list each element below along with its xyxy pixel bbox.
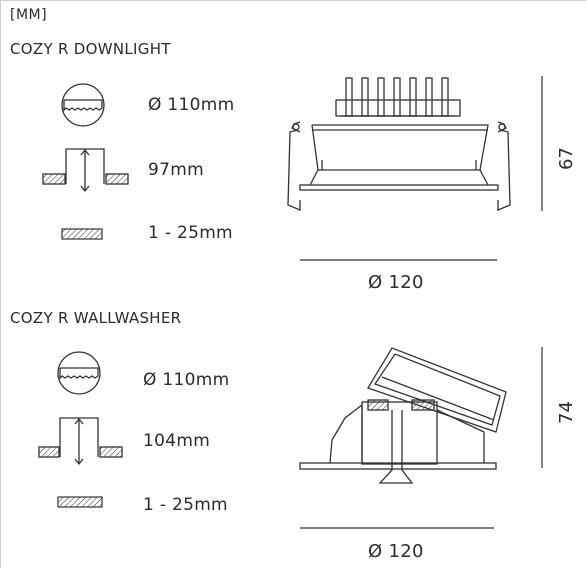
ceiling-thickness-icon: [57, 496, 103, 508]
wallwasher-side-view: [299, 347, 507, 484]
wallwasher-title: COZY R WALLWASHER: [10, 309, 182, 327]
downlight-ceiling-value: 1 - 25mm: [148, 223, 233, 243]
wallwasher-width-dimension: Ø 120: [368, 541, 424, 562]
units-label: [MM]: [10, 7, 48, 23]
ceiling-thickness-icon: [61, 228, 103, 240]
downlight-dimension-lines: [300, 76, 543, 261]
recess-depth-icon: [42, 148, 129, 193]
cutout-diameter-icon: [57, 351, 101, 395]
recess-depth-icon: [38, 417, 123, 466]
wallwasher-dimension-lines: [300, 347, 543, 529]
cutout-diameter-icon: [61, 83, 105, 127]
wallwasher-depth-value: 104mm: [143, 431, 211, 451]
downlight-depth-value: 97mm: [148, 160, 204, 180]
downlight-side-view: [287, 77, 511, 211]
downlight-title: COZY R DOWNLIGHT: [10, 40, 171, 58]
downlight-width-dimension: Ø 120: [368, 272, 424, 293]
wallwasher-cutout-value: Ø 110mm: [143, 370, 230, 390]
downlight-cutout-value: Ø 110mm: [148, 95, 235, 115]
wallwasher-ceiling-value: 1 - 25mm: [143, 495, 228, 515]
